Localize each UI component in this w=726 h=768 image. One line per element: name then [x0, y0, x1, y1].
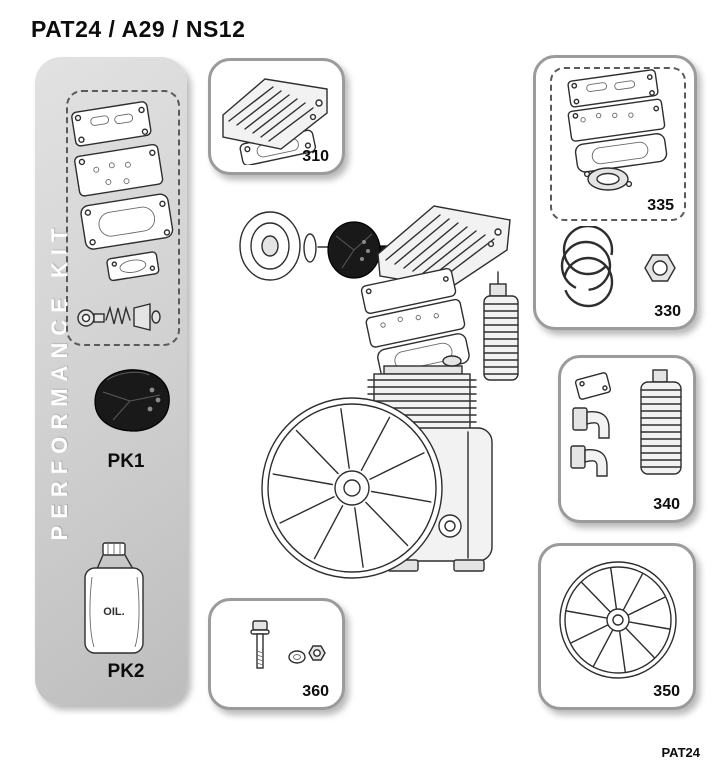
page-title: PAT24 / A29 / NS12: [31, 16, 246, 42]
pk2-label: PK2: [107, 661, 145, 682]
part-number-340: 340: [653, 496, 680, 513]
part-box-340-cooler: 340: [558, 355, 696, 523]
gasket-set-icon: [71, 101, 174, 331]
performance-kit-gasket-group: [66, 90, 180, 346]
bolt-washer-nut-icon: [250, 620, 326, 669]
piston-rings-and-nut-icon: [560, 226, 676, 308]
cylinder-head-with-gasket-icon: [222, 78, 328, 165]
part-number-350: 350: [653, 683, 680, 700]
part-box-360-hardware: 360: [208, 598, 345, 710]
part-number-360: 360: [302, 683, 329, 700]
cylinder-group: [367, 365, 477, 431]
compressor-pump-exploded-view-icon: [239, 205, 519, 579]
part-number-335: 335: [647, 197, 674, 214]
main-flywheel-group: [261, 397, 443, 579]
air-filter-group: [239, 211, 391, 281]
cylinder-head-group: [377, 205, 511, 289]
part-box-310-head: 310: [208, 58, 345, 175]
oil-bottle-text: OIL.: [103, 606, 124, 618]
performance-kit-panel: PERFORMANCE KIT: [35, 57, 187, 705]
aftercooler-group: [483, 271, 519, 381]
footer-model-code: PAT24: [661, 745, 700, 760]
part-box-350-flywheel: 350: [538, 543, 696, 710]
oil-bottle-icon: OIL.: [84, 542, 144, 654]
aftercooler-and-elbow-fittings-icon: [570, 369, 682, 477]
part-number-310: 310: [302, 148, 329, 165]
flywheel-icon: [559, 561, 677, 679]
part-number-330: 330: [654, 303, 681, 320]
part-box-335-gasket-set: 335: [550, 67, 686, 221]
part-box-330-rings: 335 330: [533, 55, 697, 330]
pk1-label: PK1: [107, 451, 145, 472]
filter-cover-icon: [94, 369, 170, 432]
head-gasket-set-icon: [567, 69, 668, 191]
